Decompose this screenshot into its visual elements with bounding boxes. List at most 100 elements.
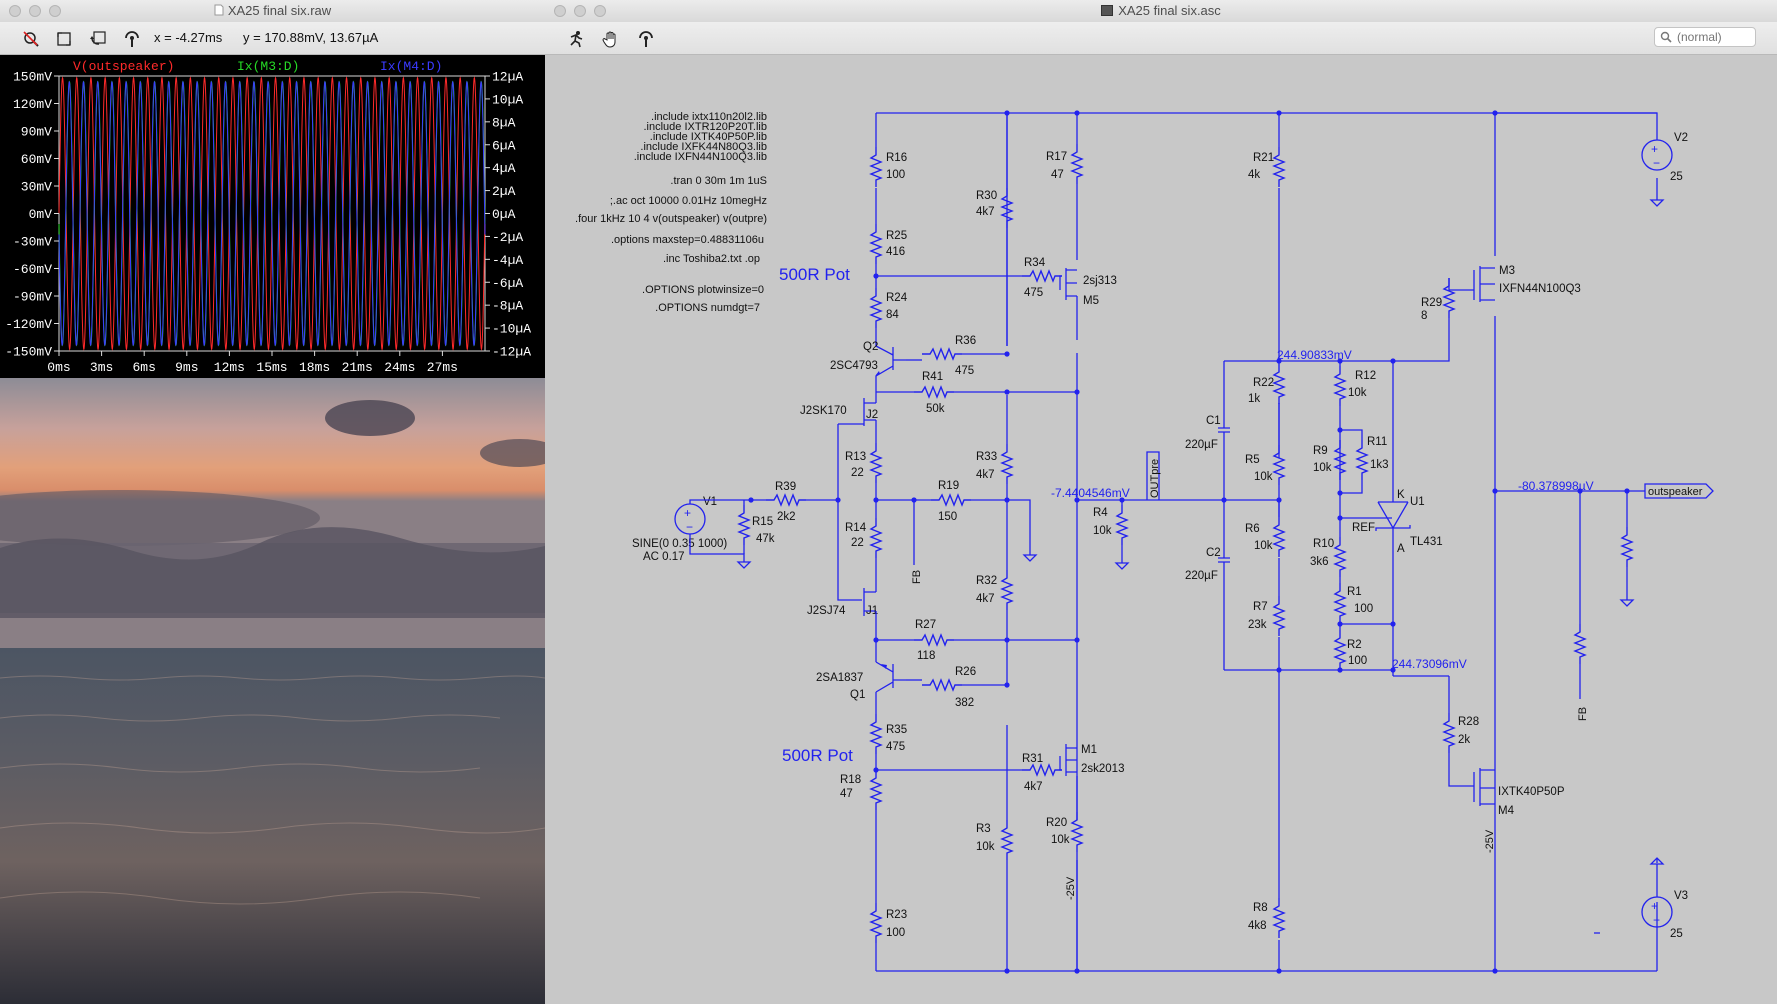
- probe-button[interactable]: [635, 28, 657, 50]
- run-button[interactable]: [565, 28, 587, 50]
- q1-transistor[interactable]: 2SA1837 Q1: [816, 661, 906, 701]
- left-axis-tick-label[interactable]: -120mV: [5, 317, 52, 332]
- j1-jfet[interactable]: J2SJ74 J1: [807, 588, 878, 617]
- x-axis-tick-label[interactable]: 12ms: [214, 360, 245, 375]
- r6-value: 4k8: [1248, 920, 1267, 932]
- x-axis-tick-label[interactable]: 9ms: [175, 360, 198, 375]
- trace-ix-m4-d-[interactable]: [58, 81, 486, 346]
- left-axis-tick-label[interactable]: 120mV: [13, 97, 52, 112]
- x-axis-tick-label[interactable]: 3ms: [90, 360, 113, 375]
- x-axis-tick-label[interactable]: 27ms: [427, 360, 458, 375]
- waveform-plot[interactable]: V(outspeaker) Ix(M3:D) Ix(M4:D) 150mV 120…: [0, 55, 543, 378]
- schematic-titlebar[interactable]: XA25 final six.asc: [545, 0, 1777, 23]
- pot-label-bottom: 500R Pot: [782, 746, 853, 765]
- r21-value: 10k: [1254, 471, 1273, 483]
- v2-source[interactable]: + − V2 25: [1641, 132, 1688, 183]
- r8-value: 10k: [1313, 462, 1332, 474]
- r8-label: R9: [1313, 445, 1328, 457]
- left-axis-tick-label[interactable]: -30mV: [13, 235, 52, 250]
- right-axis-tick-label[interactable]: -8µA: [492, 299, 523, 314]
- left-axis-tick-label[interactable]: 90mV: [21, 125, 52, 140]
- r18-label: R20: [1046, 817, 1067, 829]
- m4-label: M4: [1498, 805, 1515, 817]
- back-button[interactable]: [87, 28, 109, 50]
- outpre-netflag[interactable]: OUTpre: [1146, 451, 1161, 500]
- right-axis-tick-label[interactable]: 6µA: [492, 138, 516, 153]
- right-axis-tick-label[interactable]: -4µA: [492, 253, 523, 268]
- j2-jfet[interactable]: J2SK170 J2: [800, 392, 878, 426]
- m4-mosfet[interactable]: IXTK40P50P M4: [1473, 768, 1565, 817]
- v1-source[interactable]: + − V1 SINE(0 0.35 1000) AC 0.17: [632, 496, 727, 563]
- q2-part: 2SC4793: [830, 360, 878, 372]
- right-axis-tick-label[interactable]: -2µA: [492, 230, 523, 245]
- neg25v-netlabel-left: -25V: [1065, 876, 1077, 900]
- right-axis-tick-label[interactable]: 10µA: [492, 92, 523, 107]
- v3-value: 25: [1670, 928, 1683, 940]
- legend-ix-m4[interactable]: Ix(M4:D): [380, 59, 442, 74]
- outspeaker-netflag[interactable]: outspeaker: [1644, 483, 1714, 499]
- left-axis-tick-label[interactable]: 60mV: [21, 152, 52, 167]
- right-axis-tick-label[interactable]: 0µA: [492, 207, 516, 222]
- search-input[interactable]: [1675, 29, 1759, 45]
- left-axis-tick-label[interactable]: -150mV: [5, 345, 52, 360]
- r31-label: R3: [976, 823, 991, 835]
- m5-mosfet[interactable]: 2sj313 M5: [1059, 268, 1117, 307]
- zoom-button[interactable]: [49, 5, 61, 17]
- legend-v-outspeaker[interactable]: V(outspeaker): [73, 59, 174, 74]
- r40-label: R27: [915, 619, 936, 631]
- cursor-y-readout: y = 170.88mV, 13.67µA: [243, 30, 379, 45]
- u1-label: U1: [1410, 496, 1425, 508]
- minimize-button[interactable]: [574, 5, 586, 17]
- svg-text:+: +: [684, 506, 691, 520]
- m3-mosfet[interactable]: M3 IXFN44N100Q3: [1448, 265, 1581, 302]
- x-axis-tick-label[interactable]: 6ms: [132, 360, 155, 375]
- pan-button[interactable]: [600, 28, 622, 50]
- waveform-titlebar[interactable]: XA25 final six.raw: [0, 0, 545, 23]
- right-axis-tick-label[interactable]: 2µA: [492, 184, 516, 199]
- q1-label: Q1: [850, 689, 865, 701]
- right-axis-tick-label[interactable]: -12µA: [492, 345, 531, 360]
- r35-label: R31: [1022, 753, 1043, 765]
- left-axis-tick-label[interactable]: 0mV: [29, 207, 53, 222]
- v3-source[interactable]: + − V3 25: [1641, 890, 1688, 940]
- left-axis-tick-label[interactable]: 30mV: [21, 180, 52, 195]
- probe-button[interactable]: [121, 28, 143, 50]
- m1-mosfet[interactable]: M1 2sk2013: [1059, 744, 1124, 776]
- q2-label: Q2: [863, 341, 878, 353]
- right-axis-tick-label[interactable]: 8µA: [492, 115, 516, 130]
- close-button[interactable]: [9, 5, 21, 17]
- x-axis-tick-label[interactable]: 24ms: [384, 360, 415, 375]
- schematic-document-icon: [1101, 5, 1114, 16]
- zoom-fit-button[interactable]: [53, 28, 75, 50]
- search-box[interactable]: [1654, 27, 1759, 47]
- q2-transistor[interactable]: Q2 2SC4793: [830, 341, 906, 377]
- x-axis-tick-label[interactable]: 21ms: [342, 360, 373, 375]
- x-axis-tick-label[interactable]: 18ms: [299, 360, 330, 375]
- right-axis-tick-label[interactable]: 12µA: [492, 70, 523, 85]
- svg-text:−: −: [1653, 913, 1660, 927]
- autorange-button[interactable]: [20, 28, 42, 50]
- directive-line: .include IXTK40P50P.lib: [650, 131, 767, 143]
- close-button[interactable]: [554, 5, 566, 17]
- m1-part: 2sk2013: [1081, 763, 1124, 775]
- r15-label: R15: [752, 516, 773, 528]
- left-axis-tick-label[interactable]: -60mV: [13, 262, 52, 277]
- waveform-chart[interactable]: V(outspeaker) Ix(M3:D) Ix(M4:D) 150mV 120…: [0, 55, 543, 378]
- spice-directives[interactable]: .include ixtx110n20l2.lib .include IXTR1…: [575, 111, 767, 314]
- zoom-button[interactable]: [594, 5, 606, 17]
- x-axis-tick-label[interactable]: 0ms: [47, 360, 70, 375]
- schematic-canvas[interactable]: .w{stroke:#2222ee;stroke-width:1.3;fill:…: [545, 55, 1777, 1004]
- x-axis-tick-label[interactable]: 15ms: [256, 360, 287, 375]
- schematic-drawing[interactable]: .w{stroke:#2222ee;stroke-width:1.3;fill:…: [545, 55, 1777, 1004]
- left-axis-tick-label[interactable]: -90mV: [13, 290, 52, 305]
- left-axis-tick-label[interactable]: 150mV: [13, 70, 52, 85]
- u1-tl431[interactable]: K U1 TL431 A: [1375, 361, 1443, 670]
- legend-ix-m3[interactable]: Ix(M3:D): [237, 59, 299, 74]
- minimize-button[interactable]: [29, 5, 41, 17]
- r12-label: R11: [1367, 436, 1387, 448]
- directive-line: .options maxstep=0.48831106u: [611, 234, 764, 246]
- right-axis-tick-label[interactable]: -10µA: [492, 322, 531, 337]
- right-axis-tick-label[interactable]: 4µA: [492, 161, 516, 176]
- svg-text:+: +: [1651, 899, 1658, 913]
- right-axis-tick-label[interactable]: -6µA: [492, 276, 523, 291]
